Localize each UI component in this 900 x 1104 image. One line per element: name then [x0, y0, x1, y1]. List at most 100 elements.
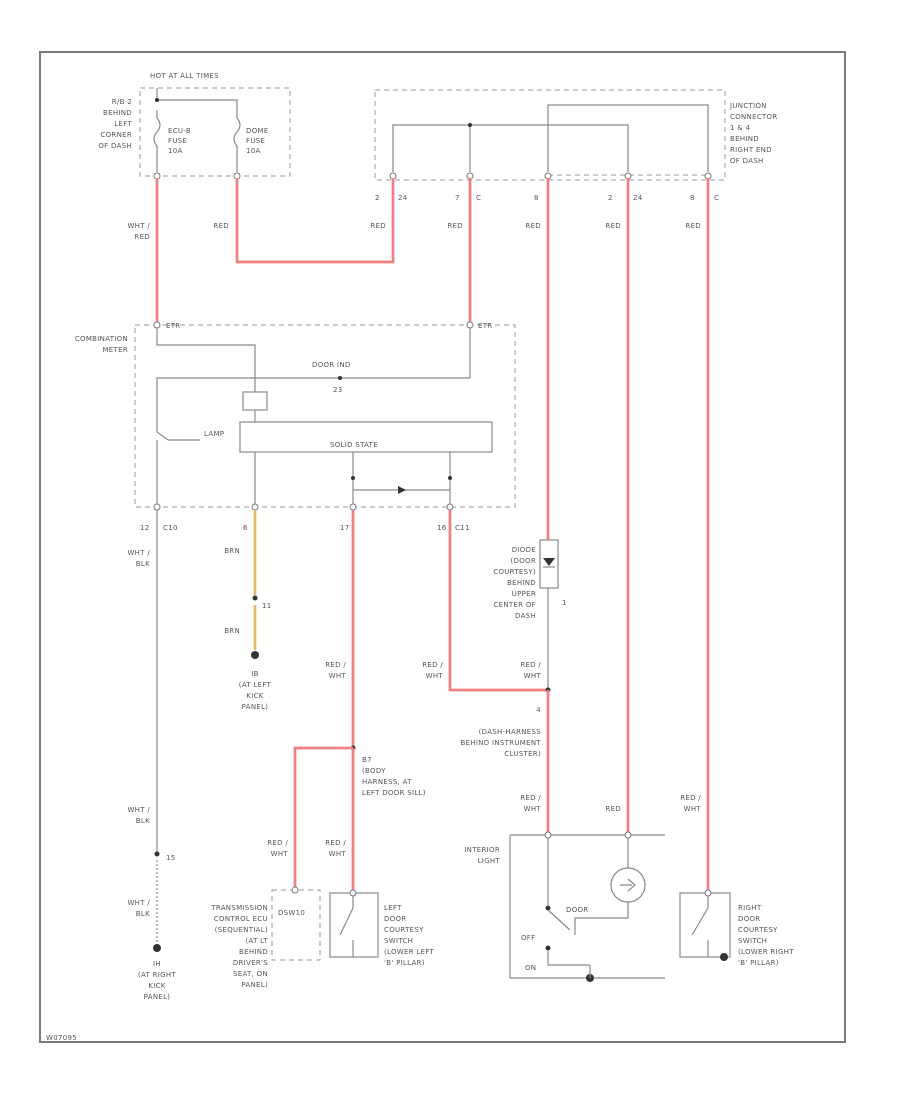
diagram-frame: [39, 51, 846, 1043]
svg-text:(AT LEFT: (AT LEFT: [239, 681, 272, 689]
svg-text:CONNECTOR: CONNECTOR: [730, 113, 778, 121]
svg-text:OF DASH: OF DASH: [730, 157, 764, 165]
svg-text:RIGHT END: RIGHT END: [730, 146, 772, 154]
svg-text:RED: RED: [134, 233, 150, 241]
svg-text:RIGHT: RIGHT: [738, 904, 762, 912]
svg-text:WHT: WHT: [684, 805, 702, 813]
svg-text:(LOWER LEFT: (LOWER LEFT: [384, 948, 435, 956]
svg-text:ECU-B: ECU-B: [168, 127, 191, 135]
svg-text:RED: RED: [213, 222, 229, 230]
svg-text:LEFT DOOR SILL): LEFT DOOR SILL): [362, 789, 426, 797]
svg-text:10A: 10A: [246, 147, 261, 155]
left-door-courtesy-switch: [329, 892, 379, 958]
svg-text:KICK: KICK: [148, 982, 165, 990]
svg-text:OF DASH: OF DASH: [98, 142, 132, 150]
dash-harness-label: (DASH-HARNESS BEHIND INSTRUMENT CLUSTER): [461, 728, 542, 758]
svg-text:'B' PILLAR): 'B' PILLAR): [738, 959, 779, 967]
svg-text:8: 8: [690, 194, 695, 202]
svg-text:(DOOR: (DOOR: [510, 557, 536, 565]
svg-text:CLUSTER): CLUSTER): [504, 750, 541, 758]
svg-text:DOOR: DOOR: [738, 915, 760, 923]
svg-text:WHT /: WHT /: [127, 899, 150, 907]
svg-text:IH: IH: [153, 960, 161, 968]
svg-text:LAMP: LAMP: [204, 430, 224, 438]
svg-text:PANEL): PANEL): [241, 981, 268, 989]
junction-connector-label: JUNCTION CONNECTOR 1 & 4 BEHIND RIGHT EN…: [729, 102, 778, 165]
svg-text:KICK: KICK: [246, 692, 263, 700]
door-ind-label: DOOR IND: [312, 361, 351, 369]
svg-text:FUSE: FUSE: [246, 137, 265, 145]
svg-text:COURTESY): COURTESY): [493, 568, 536, 576]
svg-text:10A: 10A: [168, 147, 183, 155]
junction-connector-block: [374, 89, 726, 181]
svg-text:WHT: WHT: [329, 672, 347, 680]
body-harness-label: B7 (BODY HARNESS, AT LEFT DOOR SILL): [362, 756, 426, 797]
wire-labels-wht-blk: WHT / BLK WHT / BLK WHT / BLK: [127, 549, 150, 918]
svg-text:ETR: ETR: [166, 322, 180, 330]
wire-labels-top: WHT / RED RED RED RED RED RED RED: [127, 222, 701, 241]
svg-text:SEAT, ON: SEAT, ON: [233, 970, 268, 978]
combination-meter-block: [134, 324, 516, 508]
svg-text:8: 8: [534, 194, 539, 202]
ground-left-kick-label: IB (AT LEFT KICK PANEL): [239, 670, 272, 711]
svg-text:RED /: RED /: [325, 839, 346, 847]
svg-text:RED: RED: [525, 222, 541, 230]
svg-text:(SEQUENTIAL): (SEQUENTIAL): [215, 926, 268, 934]
svg-text:COURTESY: COURTESY: [384, 926, 424, 934]
combination-meter-label: COMBINATION METER: [75, 335, 128, 354]
junction-pins: [389, 172, 712, 180]
svg-text:BEHIND: BEHIND: [507, 579, 536, 587]
svg-text:'B' PILLAR): 'B' PILLAR): [384, 959, 425, 967]
svg-text:12: 12: [140, 524, 150, 532]
interior-light-assembly: DOOR OFF ON: [509, 831, 665, 982]
svg-text:(AT RIGHT: (AT RIGHT: [138, 971, 176, 979]
svg-text:B7: B7: [362, 756, 372, 764]
svg-text:BEHIND: BEHIND: [103, 109, 132, 117]
svg-text:DOOR: DOOR: [566, 906, 588, 914]
svg-text:(LOWER RIGHT: (LOWER RIGHT: [738, 948, 794, 956]
svg-text:DSW10: DSW10: [278, 909, 305, 917]
svg-text:ETR: ETR: [478, 322, 492, 330]
svg-text:RED /: RED /: [422, 661, 443, 669]
svg-text:UPPER: UPPER: [512, 590, 536, 598]
svg-text:CENTER OF: CENTER OF: [493, 601, 536, 609]
svg-text:RED /: RED /: [680, 794, 701, 802]
svg-text:1 & 4: 1 & 4: [730, 124, 751, 132]
svg-text:WHT: WHT: [426, 672, 444, 680]
svg-text:SWITCH: SWITCH: [384, 937, 413, 945]
svg-text:WHT /: WHT /: [127, 222, 150, 230]
svg-text:DRIVER'S: DRIVER'S: [233, 959, 268, 967]
svg-text:CONTROL ECU: CONTROL ECU: [214, 915, 268, 923]
svg-text:4: 4: [536, 706, 541, 714]
svg-text:LEFT: LEFT: [114, 120, 132, 128]
svg-text:2: 2: [375, 194, 380, 202]
svg-text:BRN: BRN: [224, 627, 240, 635]
svg-text:DIODE: DIODE: [512, 546, 536, 554]
svg-text:BEHIND: BEHIND: [730, 135, 759, 143]
svg-text:RED: RED: [685, 222, 701, 230]
svg-text:WHT /: WHT /: [127, 549, 150, 557]
right-door-switch-label: RIGHT DOOR COURTESY SWITCH (LOWER RIGHT …: [738, 904, 794, 967]
svg-text:INTERIOR: INTERIOR: [464, 846, 500, 854]
svg-text:BRN: BRN: [224, 547, 240, 555]
diagram-code: W07095: [46, 1034, 77, 1042]
solid-state-label: SOLID STATE: [330, 441, 378, 449]
svg-text:RED /: RED /: [520, 794, 541, 802]
svg-text:PANEL): PANEL): [242, 703, 269, 711]
svg-text:RED: RED: [447, 222, 463, 230]
svg-text:COMBINATION: COMBINATION: [75, 335, 128, 343]
svg-text:23: 23: [333, 386, 343, 394]
rb2-fuse-block: [139, 87, 291, 177]
svg-text:BEHIND INSTRUMENT: BEHIND INSTRUMENT: [461, 739, 542, 747]
svg-text:2: 2: [608, 194, 613, 202]
svg-text:RED /: RED /: [325, 661, 346, 669]
svg-text:DOOR: DOOR: [384, 915, 406, 923]
svg-text:DOME: DOME: [246, 127, 269, 135]
svg-text:IB: IB: [251, 670, 258, 678]
svg-text:RED: RED: [605, 222, 621, 230]
svg-text:BEHIND: BEHIND: [239, 948, 268, 956]
diode-label: DIODE (DOOR COURTESY) BEHIND UPPER CENTE…: [493, 546, 536, 620]
svg-text:DASH: DASH: [515, 612, 536, 620]
svg-text:ON: ON: [525, 964, 536, 972]
svg-text:WHT /: WHT /: [127, 806, 150, 814]
